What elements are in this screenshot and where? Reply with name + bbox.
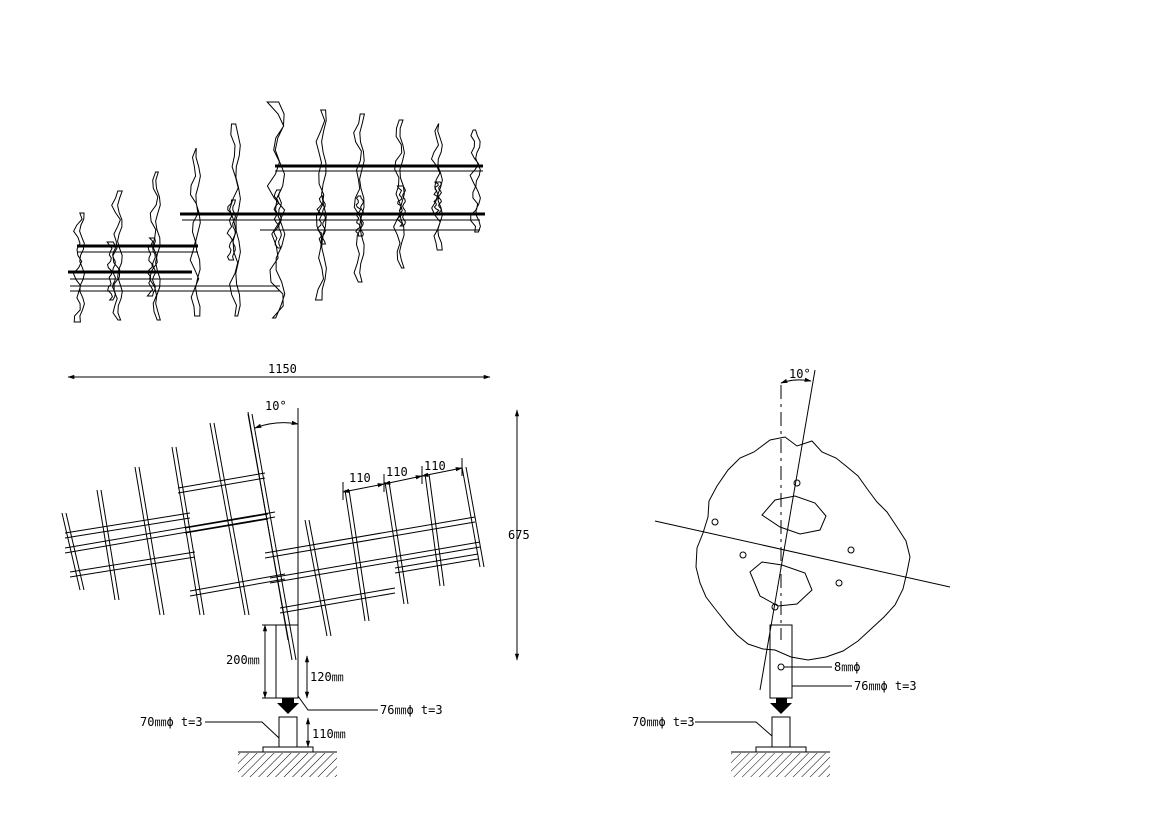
front-elevation-view: 10° 8㎜ϕ 76㎜ϕ t=3 70㎜ϕ t=3: [632, 367, 951, 777]
side-panel-edge: [384, 481, 409, 605]
tilt-reference-line: [247, 411, 289, 641]
front-tilt-line: [759, 369, 816, 691]
top-view-panel: [353, 113, 366, 283]
front-bolt-holes: [711, 479, 855, 611]
side-panel-edge: [61, 512, 85, 591]
base-plate-front: [755, 746, 807, 753]
side-panel-edge: [171, 446, 205, 616]
side-panel-edge: [304, 519, 332, 637]
side-panel-edge: [209, 422, 250, 616]
post-height-label: 200㎜: [226, 653, 260, 667]
top-view-panel: [226, 199, 237, 261]
front-pipe-callout: 76㎜ϕ t=3: [854, 679, 917, 693]
spacing-dimensions: [342, 458, 463, 500]
side-panel-edge: [96, 489, 120, 601]
side-rails: [64, 472, 481, 614]
top-view-panel: [106, 241, 116, 301]
top-view-panel: [229, 123, 241, 317]
side-base-callout: 70㎜ϕ t=3: [140, 715, 203, 729]
top-view-panel: [111, 190, 123, 321]
front-tilt-axis: [654, 520, 951, 588]
angle-label-side: 10°: [265, 399, 287, 413]
base-pipe-side: [278, 716, 298, 748]
angle-arc-side: [254, 420, 299, 429]
base-plate-side: [262, 746, 314, 753]
top-view-panel: [149, 171, 161, 321]
top-view-panel: [273, 189, 282, 249]
top-view-panel: [396, 185, 406, 227]
top-view-panel: [431, 181, 442, 215]
sleeve-height-label: 120㎜: [310, 670, 344, 684]
front-base-callout: 70㎜ϕ t=3: [632, 715, 695, 729]
width-dimension-label: 1150: [268, 362, 297, 376]
top-view-panel: [355, 195, 364, 237]
spacing-label-2: 110: [386, 465, 408, 479]
top-view-panel: [469, 129, 481, 233]
insert-arrow-front: [770, 698, 792, 714]
spacing-label-3: 110: [424, 459, 446, 473]
side-panel-edges: [61, 413, 485, 661]
spacing-label-1: 110: [349, 471, 371, 485]
top-view-panel: [189, 147, 201, 317]
top-perspective-view: [68, 101, 485, 323]
base-height-label: 110㎜: [312, 727, 346, 741]
top-view-panel: [72, 212, 85, 323]
front-bolt: [777, 663, 785, 671]
angle-label-front: 10°: [789, 367, 811, 381]
side-panel-edge: [134, 466, 165, 616]
front-cutout-upper: [761, 495, 827, 535]
top-view-panel: [146, 237, 156, 297]
ground-hatch-front: [731, 753, 830, 777]
front-bolt-callout: 8㎜ϕ: [834, 660, 860, 674]
top-view-panel: [393, 119, 405, 269]
side-elevation-view: 1150 675: [61, 362, 530, 777]
front-cutout-lower: [749, 561, 813, 607]
side-panel-edge: [344, 489, 370, 622]
top-view-panels: [72, 101, 481, 323]
ground-hatch-side: [238, 753, 337, 777]
side-panel-edge: [461, 466, 485, 568]
angle-arc-front: [780, 377, 812, 384]
base-pipe-front: [771, 716, 791, 748]
top-view-panel: [266, 101, 286, 319]
side-pipe-callout: 76㎜ϕ t=3: [380, 703, 443, 717]
top-view-panel: [316, 195, 327, 245]
front-panel-outline: [695, 436, 911, 661]
side-panel-edge: [424, 473, 445, 587]
top-view-panel: [430, 123, 443, 251]
insert-arrow-side: [277, 698, 299, 714]
height-dimension-label: 675: [508, 528, 530, 542]
top-view-panel: [314, 109, 327, 301]
